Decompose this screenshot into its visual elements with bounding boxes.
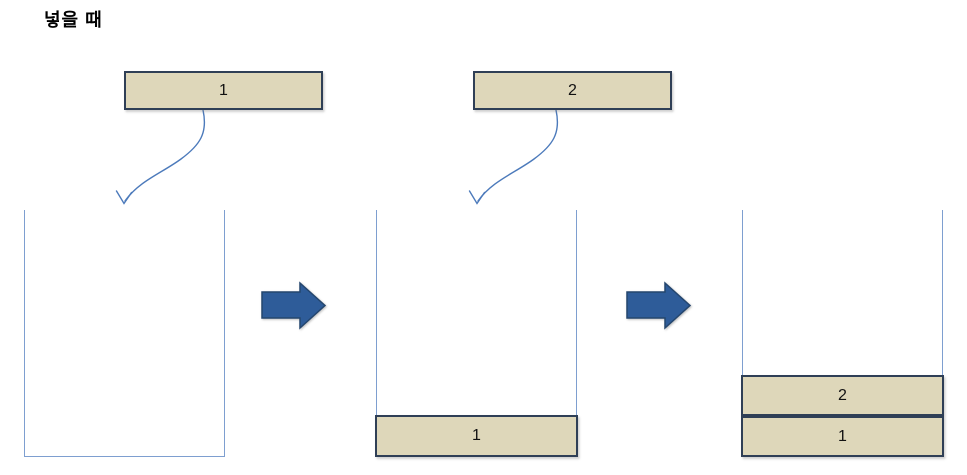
stack-container-1 xyxy=(24,210,225,457)
push-connector-arrow-2 xyxy=(477,109,559,202)
stacked-block-top: 2 xyxy=(741,375,944,416)
block-label: 1 xyxy=(472,427,481,444)
incoming-block-2: 2 xyxy=(473,71,672,110)
flow-right-arrow-icon-2 xyxy=(626,281,692,330)
block-label: 1 xyxy=(219,81,228,99)
incoming-block-1: 1 xyxy=(124,71,323,110)
block-label: 2 xyxy=(568,81,577,99)
push-connector-arrow-1 xyxy=(124,109,206,202)
block-label: 2 xyxy=(838,386,847,404)
arrowhead-icon xyxy=(115,190,133,205)
arrowhead-icon xyxy=(468,190,486,205)
block-label: 1 xyxy=(838,427,847,445)
stacked-block-bottom: 1 xyxy=(375,415,578,457)
flow-right-arrow-icon-1 xyxy=(261,281,327,330)
stacked-block-bottom: 1 xyxy=(741,416,944,457)
diagram-title: 넣을 때 xyxy=(44,10,103,30)
